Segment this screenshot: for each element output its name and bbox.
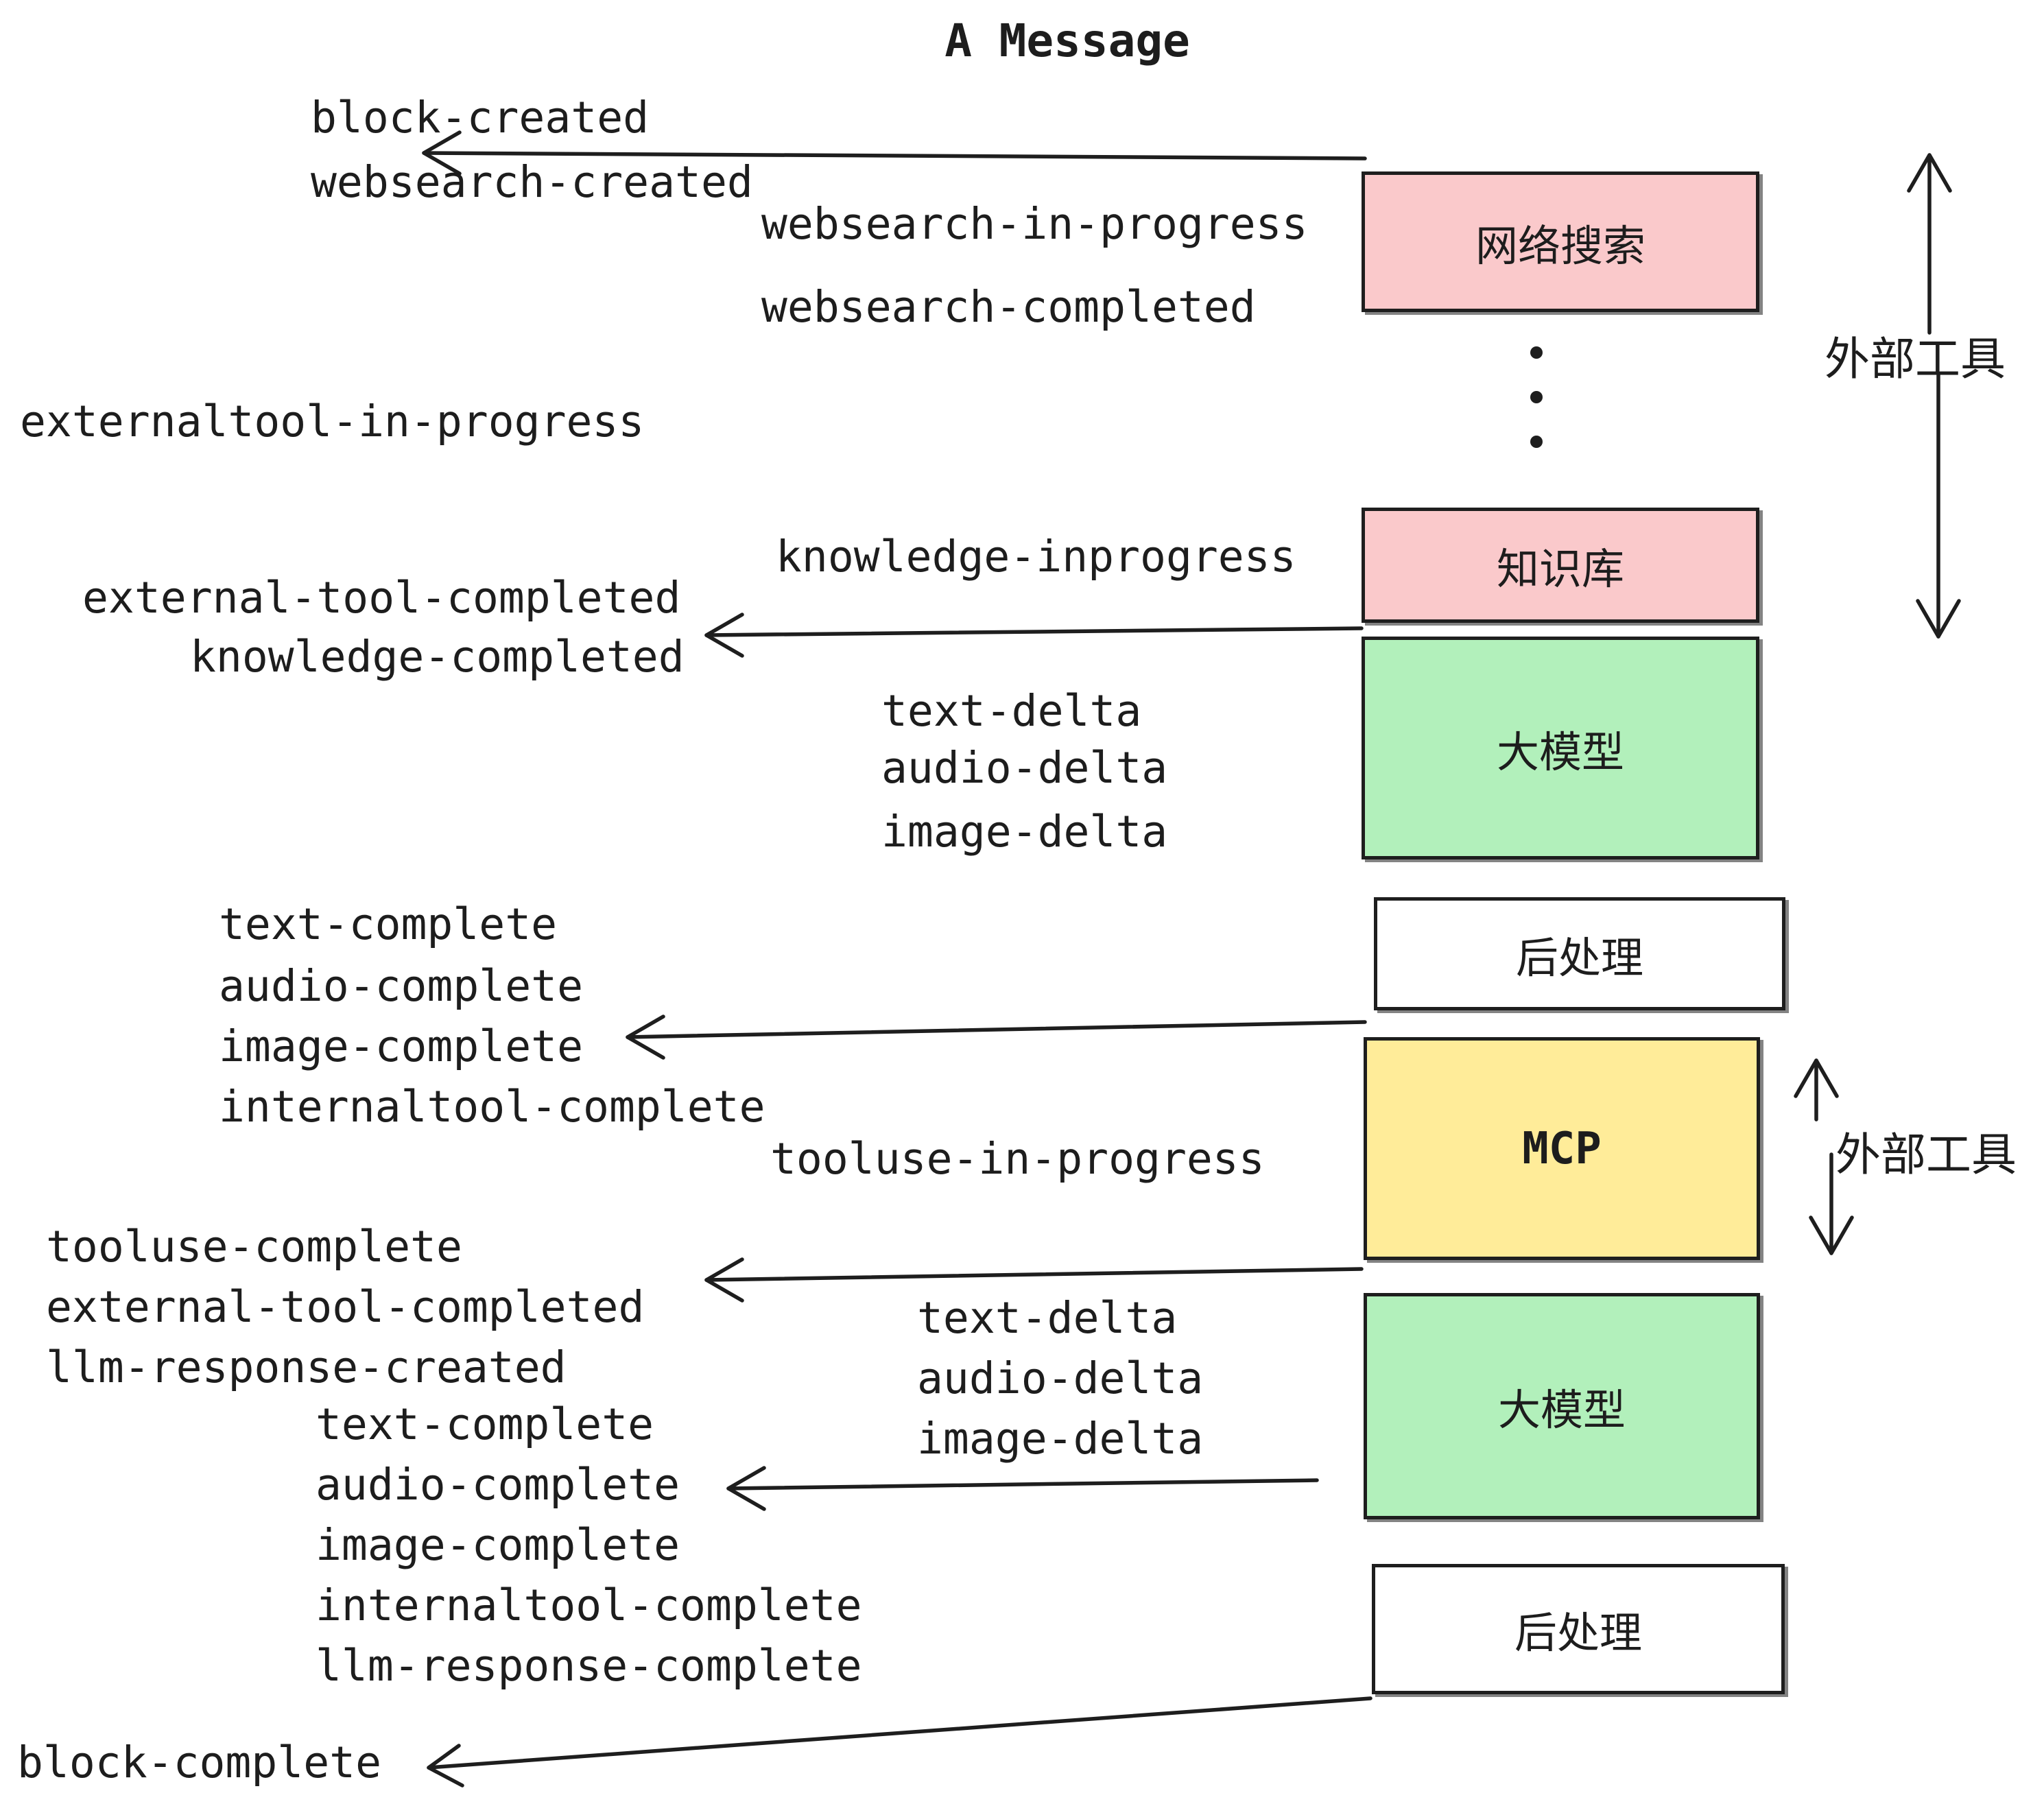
event-label-internaltool-complete-1: internaltool-complete <box>219 1082 765 1132</box>
external-tools-mid-up-arrow-icon <box>1794 1058 1839 1121</box>
event-label-knowledge-completed: knowledge-completed <box>190 632 685 682</box>
event-label-websearch-in-progress: websearch-in-progress <box>761 199 1308 249</box>
event-label-text-delta-1: text-delta <box>881 686 1142 736</box>
box-postprocess-2: 后处理 <box>1372 1564 1785 1694</box>
event-label-websearch-completed: websearch-completed <box>761 282 1256 332</box>
box-knowledge: 知识库 <box>1362 508 1759 623</box>
event-label-image-complete-2: image-complete <box>316 1520 680 1570</box>
event-label-llm-response-created: llm-response-created <box>46 1342 567 1392</box>
event-label-image-complete-1: image-complete <box>219 1021 584 1071</box>
arrow-websearch-to-block-created-icon <box>422 130 1367 176</box>
event-label-audio-delta-2: audio-delta <box>917 1353 1204 1403</box>
event-label-llm-response-complete: llm-response-complete <box>316 1641 862 1691</box>
box-knowledge-label: 知识库 <box>1496 546 1624 593</box>
event-label-audio-complete-2: audio-complete <box>316 1460 680 1510</box>
arrow-postprocess-to-image-complete-icon <box>626 1014 1367 1060</box>
box-mcp-label: MCP <box>1522 1123 1602 1174</box>
event-label-text-complete-2: text-complete <box>316 1399 654 1449</box>
box-postprocess-2-label: 后处理 <box>1514 1610 1642 1657</box>
box-llm-1-label: 大模型 <box>1496 728 1624 776</box>
external-tools-top-down-arrow-icon <box>1916 372 1961 639</box>
arrow-postprocess2-to-block-complete-icon <box>427 1696 1372 1788</box>
event-label-tooluse-in-progress: tooluse-in-progress <box>770 1134 1265 1184</box>
event-label-external-tool-completed: external-tool-completed <box>82 573 681 623</box>
box-llm-1: 大模型 <box>1362 637 1759 859</box>
external-tools-mid-label: 外部工具 <box>1835 1129 2017 1180</box>
external-tools-mid-down-arrow-icon <box>1809 1152 1854 1255</box>
event-label-internaltool-complete-2: internaltool-complete <box>316 1580 862 1630</box>
event-label-text-delta-2: text-delta <box>917 1293 1178 1343</box>
box-mcp: MCP <box>1364 1037 1760 1260</box>
box-websearch-label: 网络搜索 <box>1475 222 1645 270</box>
arrow-llm2-to-audio-complete-icon <box>726 1466 1319 1511</box>
box-postprocess-1: 后处理 <box>1374 897 1785 1010</box>
event-label-tooluse-complete: tooluse-complete <box>46 1222 462 1272</box>
event-label-audio-delta-1: audio-delta <box>881 743 1168 793</box>
arrow-mcp-to-tooluse-complete-icon <box>704 1257 1364 1303</box>
event-label-image-delta-1: image-delta <box>881 807 1168 857</box>
event-label-image-delta-2: image-delta <box>917 1414 1204 1464</box>
event-label-audio-complete-1: audio-complete <box>219 961 584 1011</box>
event-label-text-complete-1: text-complete <box>219 899 558 949</box>
arrow-knowledge-to-completed-icon <box>704 613 1364 658</box>
event-label-externaltool-in-progress: externaltool-in-progress <box>20 396 645 447</box>
event-label-external-tool-completed-2: external-tool-completed <box>46 1282 645 1332</box>
box-llm-2-label: 大模型 <box>1497 1387 1626 1434</box>
external-tools-top-label: 外部工具 <box>1825 333 2006 384</box>
dots-ellipsis-icon <box>1530 346 1543 448</box>
box-websearch: 网络搜索 <box>1362 171 1759 312</box>
event-label-knowledge-inprogress: knowledge-inprogress <box>776 532 1296 582</box>
event-label-block-created: block-created <box>311 93 650 143</box>
external-tools-top-up-arrow-icon <box>1907 153 1952 335</box>
page-title: A Message <box>944 14 1190 67</box>
box-llm-2: 大模型 <box>1364 1293 1760 1519</box>
event-label-websearch-created: websearch-created <box>311 157 753 207</box>
event-label-block-complete: block-complete <box>17 1737 382 1788</box>
box-postprocess-1-label: 后处理 <box>1515 934 1643 982</box>
